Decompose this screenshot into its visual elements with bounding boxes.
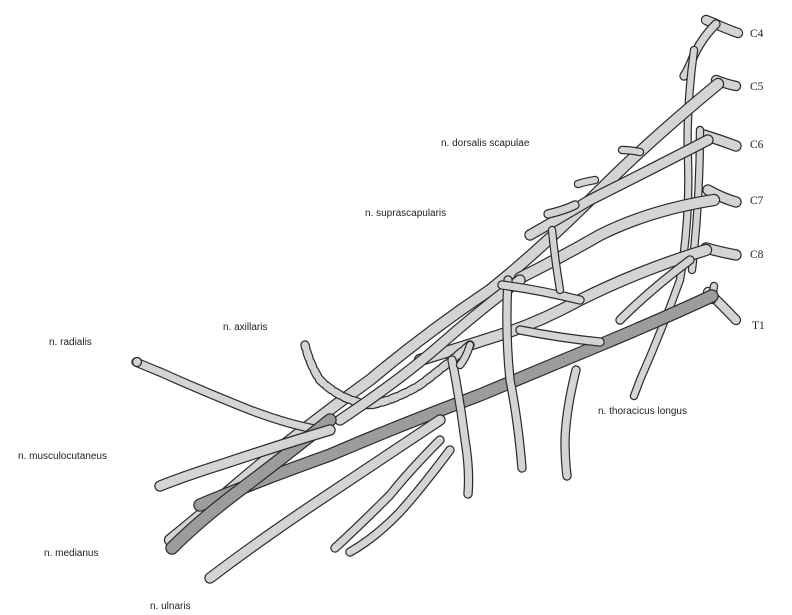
label-suprascapularis: n. suprascapularis [365,208,446,219]
root-label-c5: C5 [750,81,764,93]
label-medianus: n. medianus [44,548,98,559]
nerve-supra-branch-a [578,180,595,184]
root-label-c7: C7 [750,195,764,207]
root-label-c6: C6 [750,139,764,151]
nerve-posterior-cord [340,280,520,420]
label-ulnaris: n. ulnaris [150,601,191,612]
root-label-c8: C8 [750,249,764,261]
label-axillaris: n. axillaris [223,322,267,333]
label-dorsalis-scapulae: n. dorsalis scapulae [441,138,530,149]
label-thoracicus-longus: n. thoracicus longus [598,406,687,417]
root-label-c4: C4 [750,28,764,40]
label-musculocutaneus: n. musculocutaneus [18,451,107,462]
nerve-paths [133,20,739,578]
nerve-dorsal-scapular [622,150,640,152]
root-label-t1: T1 [752,320,765,332]
root-labels: C4 C5 C6 C7 C8 T1 [750,28,765,332]
radial-nerve-end [133,358,142,367]
label-radialis: n. radialis [49,337,92,348]
